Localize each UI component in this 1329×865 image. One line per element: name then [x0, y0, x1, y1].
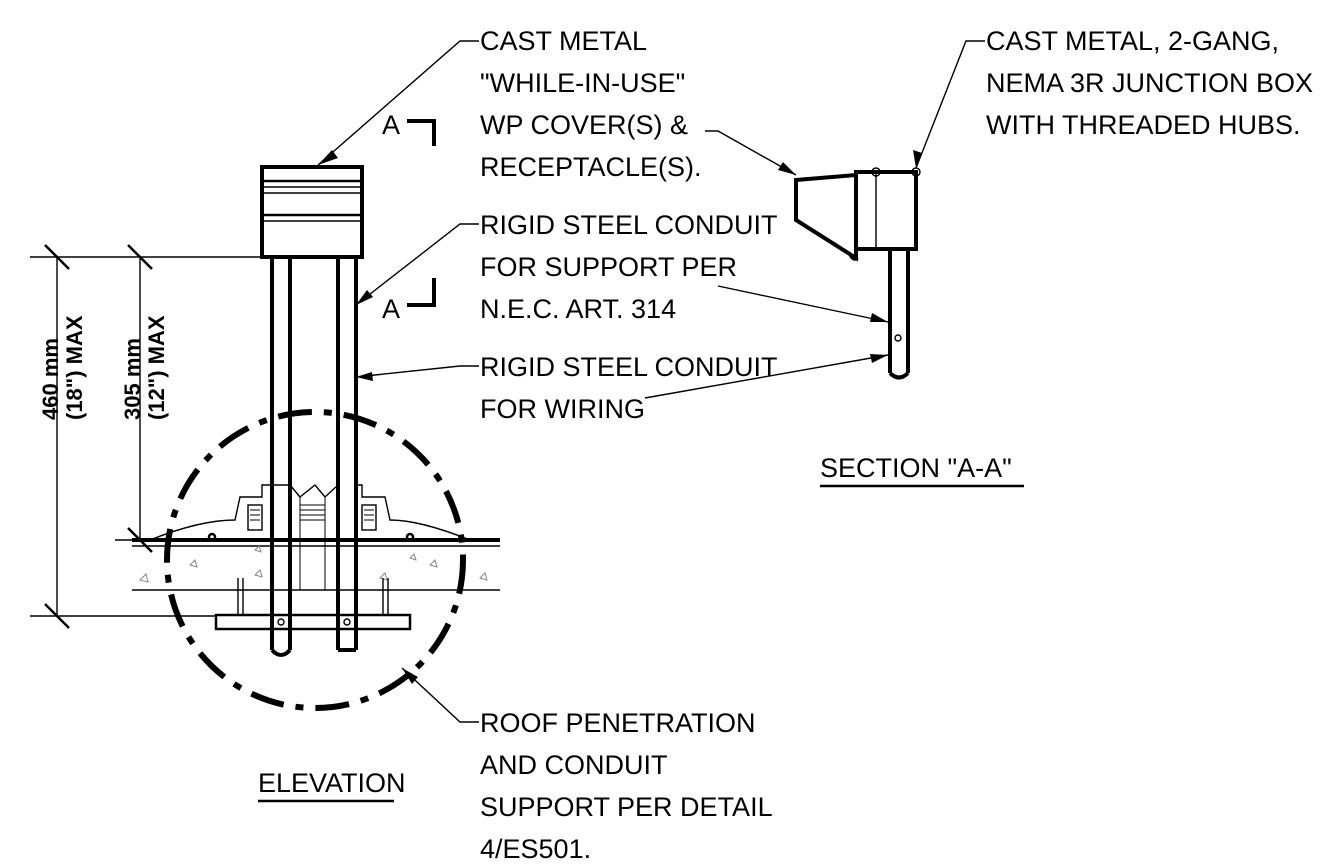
section-a-a-view — [794, 167, 921, 380]
junction-box-note-line-1: CAST METAL, 2-GANG, — [986, 26, 1279, 56]
roof-penetration-note-line-3: SUPPORT PER DETAIL — [480, 792, 773, 822]
wiring-conduit-note: RIGID STEEL CONDUIT FOR WIRING — [480, 352, 778, 424]
inner-dimension-value: 305 mm — [120, 338, 145, 420]
junction-box-note-line-3: WITH THREADED HUBS. — [986, 110, 1301, 140]
section-cut-markers — [407, 119, 436, 307]
section-title: SECTION "A-A" — [820, 453, 1012, 483]
wiring-conduit-note-line-2: FOR WIRING — [480, 394, 645, 424]
elevation-title: ELEVATION — [258, 768, 406, 798]
junction-box-note: CAST METAL, 2-GANG, NEMA 3R JUNCTION BOX… — [986, 26, 1313, 140]
junction-box-note-line-2: NEMA 3R JUNCTION BOX — [986, 68, 1313, 98]
section-mark-top: A — [382, 110, 400, 140]
cover-note-line-2: "WHILE-IN-USE" — [480, 68, 685, 98]
cover-note: CAST METAL "WHILE-IN-USE" WP COVER(S) & … — [480, 26, 702, 182]
roof-penetration-note-line-4: 4/ES501. — [480, 834, 591, 864]
cover-note-line-1: CAST METAL — [480, 26, 647, 56]
wiring-conduit-note-line-1: RIGID STEEL CONDUIT — [480, 352, 778, 382]
conduit-pair — [270, 257, 358, 657]
receptacle-box — [260, 165, 364, 259]
outer-dimension-value: 460 mm — [38, 338, 63, 420]
roof-assembly — [132, 484, 500, 591]
support-channel — [214, 578, 412, 631]
support-conduit-note-line-2: FOR SUPPORT PER — [480, 252, 737, 282]
leader-lines — [317, 40, 985, 723]
roof-penetration-note-line-1: ROOF PENETRATION — [480, 708, 756, 738]
roof-penetration-note-line-2: AND CONDUIT — [480, 750, 668, 780]
outer-dimension-note: (18") MAX — [62, 315, 87, 420]
dimension-lines — [30, 244, 262, 629]
cover-note-line-3: WP COVER(S) & — [480, 110, 688, 140]
section-mark-bottom: A — [382, 294, 400, 324]
elevation-view — [132, 165, 500, 711]
support-conduit-note-line-1: RIGID STEEL CONDUIT — [480, 210, 778, 240]
support-conduit-note-line-3: N.E.C. ART. 314 — [480, 294, 676, 324]
roof-penetration-note: ROOF PENETRATION AND CONDUIT SUPPORT PER… — [480, 708, 773, 864]
inner-dimension-note: (12") MAX — [144, 315, 169, 420]
detail-callout-circle — [164, 409, 466, 711]
support-conduit-note: RIGID STEEL CONDUIT FOR SUPPORT PER N.E.… — [480, 210, 778, 324]
cover-note-line-4: RECEPTACLE(S). — [480, 152, 702, 182]
